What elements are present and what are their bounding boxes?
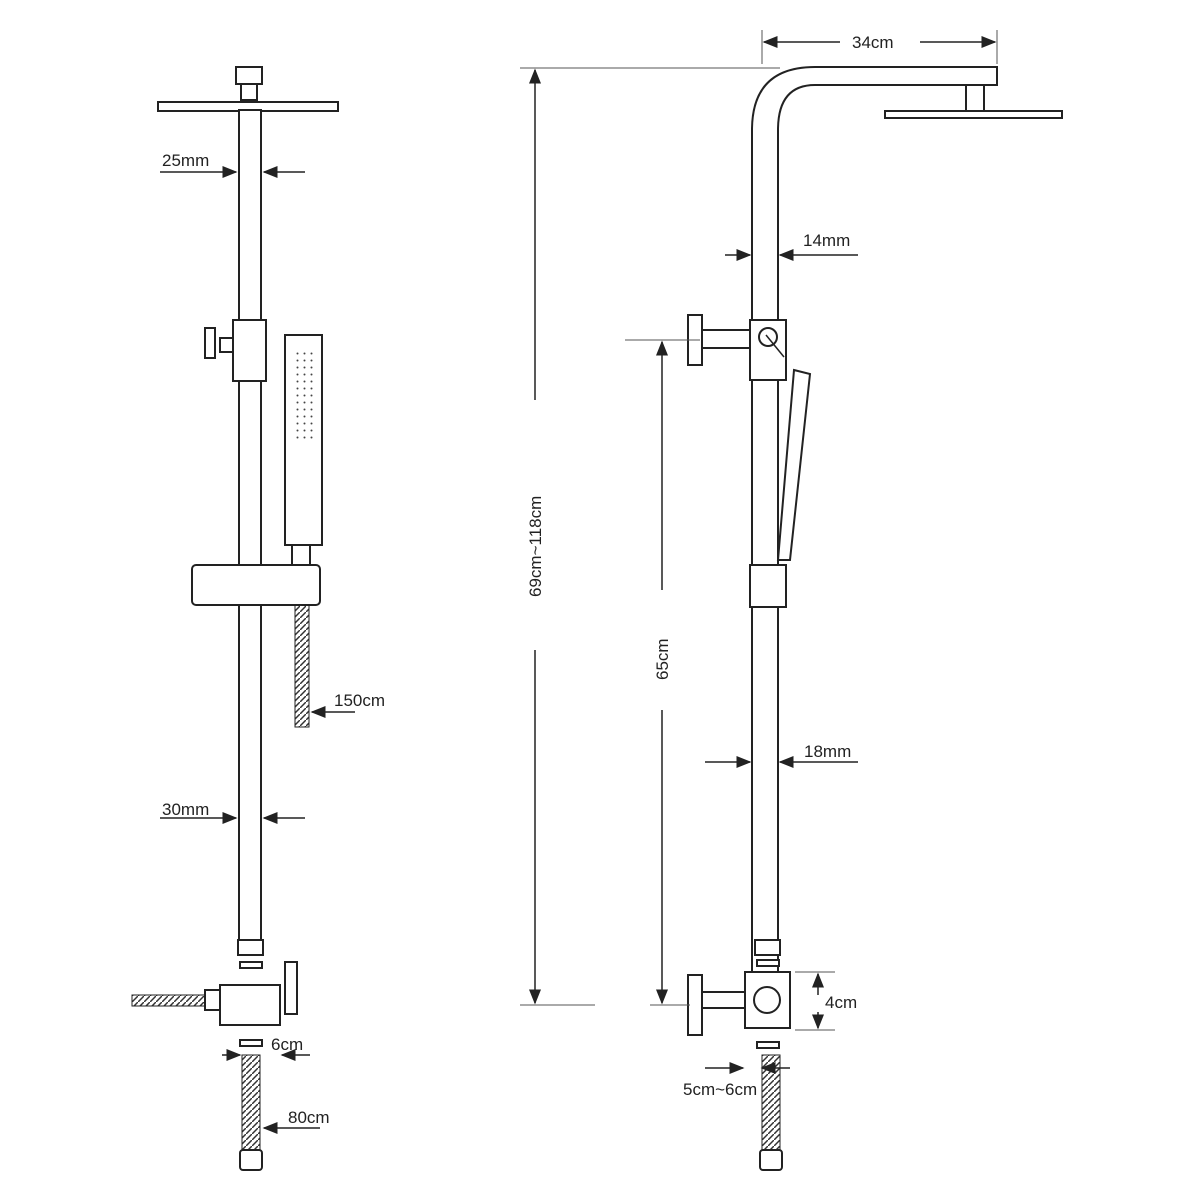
left-shower-front-view	[131, 66, 339, 1171]
lower-washer	[239, 1039, 263, 1047]
left-dimensions: 25mm 150cm 30mm 6cm 80cm	[160, 151, 385, 1134]
head-neck	[965, 84, 985, 112]
bottom-nut	[754, 939, 781, 956]
top-mount-block	[235, 66, 263, 85]
side-hose	[131, 994, 208, 1007]
inlet-hose	[241, 1054, 261, 1156]
label-5cm-6cm: 5cm~6cm	[683, 1080, 757, 1099]
label-30mm: 30mm	[162, 800, 209, 819]
diverter-stem	[699, 991, 746, 1009]
riser-pipe-with-arm	[751, 66, 998, 1001]
hand-shower-nozzles	[294, 350, 314, 440]
slider-bracket	[191, 564, 321, 606]
label-4cm: 4cm	[825, 993, 857, 1012]
inlet-hose-nut	[239, 1149, 263, 1171]
diverter-knob	[687, 974, 703, 1036]
upper-valve-block	[232, 319, 267, 382]
label-80cm: 80cm	[288, 1108, 330, 1127]
valve-stem	[219, 337, 234, 353]
head-neck	[240, 83, 258, 101]
hand-shower-connector	[291, 544, 311, 566]
label-25mm: 25mm	[162, 151, 209, 170]
washer	[239, 961, 263, 969]
valve-lever	[204, 327, 216, 359]
diverter-lever	[284, 961, 298, 1015]
label-18mm: 18mm	[804, 742, 851, 761]
label-65cm: 65cm	[653, 638, 672, 680]
diverter-body	[219, 984, 281, 1026]
label-34cm: 34cm	[852, 33, 894, 52]
valve-stem	[699, 329, 751, 349]
right-shower-side-view	[687, 66, 1063, 1171]
bottom-nut	[237, 939, 264, 956]
label-150cm: 150cm	[334, 691, 385, 710]
washer	[756, 959, 780, 967]
diverter-dial	[753, 986, 781, 1014]
hand-shower	[776, 368, 812, 561]
label-14mm: 14mm	[803, 231, 850, 250]
valve-lever	[765, 334, 785, 358]
slider-bracket	[749, 564, 787, 608]
side-hose-nut	[204, 989, 221, 1011]
label-69cm-118cm: 69cm~118cm	[526, 496, 545, 597]
label-6cm: 6cm	[271, 1035, 303, 1054]
main-pipe	[238, 109, 262, 941]
hand-shower-hose	[294, 604, 310, 728]
inlet-hose	[761, 1054, 781, 1156]
right-dimensions: 34cm 69cm~118cm 65cm 14mm 18mm 4cm 5cm~6…	[520, 30, 998, 1099]
lower-washer	[756, 1041, 780, 1049]
inlet-hose-nut	[759, 1149, 783, 1171]
rain-shower-head	[884, 110, 1063, 119]
